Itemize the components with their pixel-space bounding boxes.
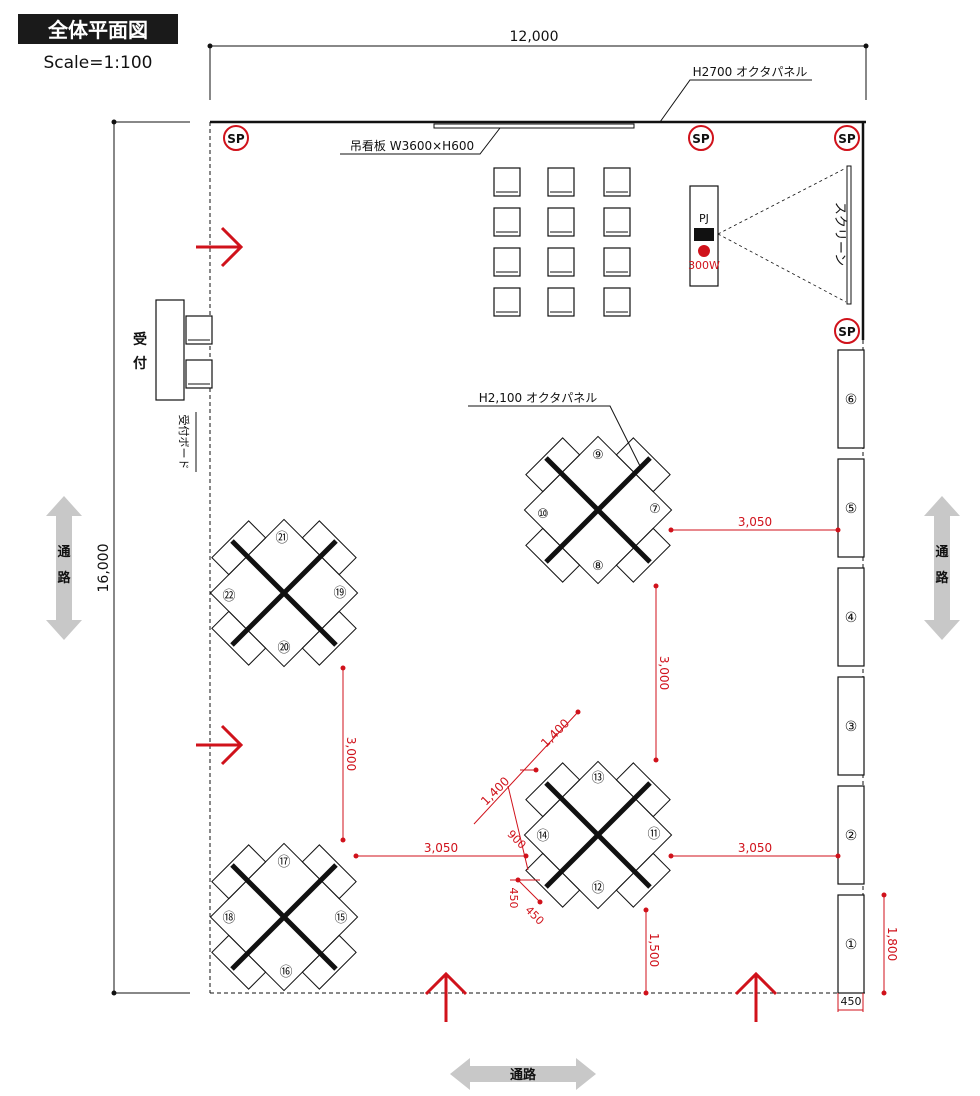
- svg-text:SP: SP: [838, 132, 856, 146]
- dim-1400-b: 1,400: [478, 774, 512, 808]
- label-aisle: 通路: [510, 1067, 537, 1083]
- svg-text:受付: 受付: [0, 0, 2, 1]
- speaker-1: SP: [223, 125, 249, 151]
- dim-450-b: 450: [522, 904, 546, 928]
- label-panel-h2700: H2700 オクタパネル: [693, 65, 808, 79]
- svg-text:通: 通: [935, 544, 948, 560]
- booth-cluster-d: ⑰ ⑮ ⑯ ⑱: [177, 810, 392, 1025]
- dim-900: 900: [504, 828, 528, 852]
- dim-1800: 1,800: [885, 927, 899, 961]
- svg-text:通: 通: [57, 544, 70, 560]
- label-panel-h2100: H2,100 オクタパネル: [479, 391, 597, 405]
- dim-total-height: 16,000: [96, 544, 112, 593]
- projector-icon: [694, 228, 714, 241]
- label-reception-2: 付: [133, 355, 147, 372]
- svg-text:SP: SP: [227, 132, 245, 146]
- dim-3050-b: 3,050: [424, 841, 458, 855]
- booth-cluster-a: ⑨ ⑦ ⑧ ⑩: [491, 403, 706, 618]
- svg-text:路: 路: [57, 570, 71, 586]
- svg-text:SP: SP: [838, 325, 856, 339]
- svg-text:⑬: ⑬: [591, 771, 604, 786]
- svg-text:⑩: ⑩: [537, 507, 549, 522]
- svg-text:⑫: ⑫: [591, 881, 604, 896]
- entrance-arrow-left-bottom: [196, 724, 244, 766]
- svg-text:⑪: ⑪: [647, 827, 660, 842]
- svg-text:④: ④: [845, 610, 858, 626]
- label-screen: スクリーン: [832, 202, 847, 266]
- dim-3050-a: 3,050: [738, 515, 772, 529]
- aisle-arrow-bottom: 通路: [450, 1058, 596, 1090]
- aisle-arrow-left: 通 路: [46, 496, 82, 640]
- hanging-sign: [433, 123, 635, 129]
- label-pj: PJ: [699, 212, 709, 225]
- seating-area: [493, 167, 631, 317]
- svg-text:⑯: ⑯: [279, 965, 292, 980]
- dim-450-c: 450: [841, 995, 862, 1008]
- svg-text:⑱: ⑱: [222, 911, 235, 926]
- label-reception-1: 受: [133, 331, 147, 348]
- dim-450-a: 450: [507, 888, 520, 909]
- svg-text:⑧: ⑧: [592, 559, 604, 574]
- label-power: 300W: [688, 259, 720, 272]
- page-title: 全体平面図: [47, 18, 148, 42]
- entrance-arrow-bottom-left: [424, 971, 468, 1022]
- svg-text:㉒: ㉒: [222, 589, 235, 604]
- svg-text:㉑: ㉑: [275, 531, 288, 546]
- dim-3050-c: 3,050: [738, 841, 772, 855]
- svg-text:⑲: ⑲: [333, 586, 346, 601]
- scale-label: Scale=1:100: [44, 53, 153, 73]
- speaker-3: SP: [834, 125, 860, 151]
- label-hanging-sign: 吊看板 W3600×H600: [350, 139, 474, 153]
- red-dimensions: [342, 529, 885, 1012]
- outlet-icon: [698, 245, 710, 257]
- speaker-2: SP: [688, 125, 714, 151]
- reception-desk: [155, 299, 185, 401]
- wall-booths: ⑥ ⑤ ④ ③ ② ①: [837, 349, 865, 994]
- svg-text:路: 路: [935, 570, 949, 586]
- label-reception-board: 受付ボード: [177, 415, 190, 470]
- svg-text:⑨: ⑨: [592, 448, 604, 463]
- screen: [846, 165, 852, 305]
- dim-1400-a: 1,400: [538, 716, 572, 750]
- entrance-arrow-left-top: [196, 226, 244, 268]
- aisle-arrow-right: 通 路: [924, 496, 960, 640]
- booth-cluster-b: ⑬ ⑪ ⑫ ⑭: [491, 728, 706, 943]
- svg-text:①: ①: [845, 937, 858, 953]
- svg-text:⑳: ⑳: [277, 641, 290, 656]
- svg-text:SP: SP: [692, 132, 710, 146]
- dim-3000-a: 3,000: [657, 656, 671, 690]
- svg-text:③: ③: [845, 719, 858, 735]
- dim-3000-b: 3,000: [344, 737, 358, 771]
- speaker-4: SP: [834, 318, 860, 344]
- svg-text:②: ②: [845, 828, 858, 844]
- dim-total-width: 12,000: [510, 29, 559, 45]
- svg-text:⑮: ⑮: [334, 911, 347, 926]
- svg-text:⑭: ⑭: [536, 829, 549, 844]
- svg-text:⑰: ⑰: [277, 855, 290, 870]
- booth-cluster-c: ㉑ ⑲ ⑳ ㉒: [177, 486, 392, 701]
- entrance-arrow-bottom-right: [734, 971, 778, 1022]
- svg-text:⑥: ⑥: [845, 392, 858, 408]
- title-box: [18, 14, 178, 44]
- dim-1500: 1,500: [647, 933, 661, 967]
- svg-text:⑤: ⑤: [845, 501, 858, 517]
- svg-text:⑦: ⑦: [649, 502, 661, 517]
